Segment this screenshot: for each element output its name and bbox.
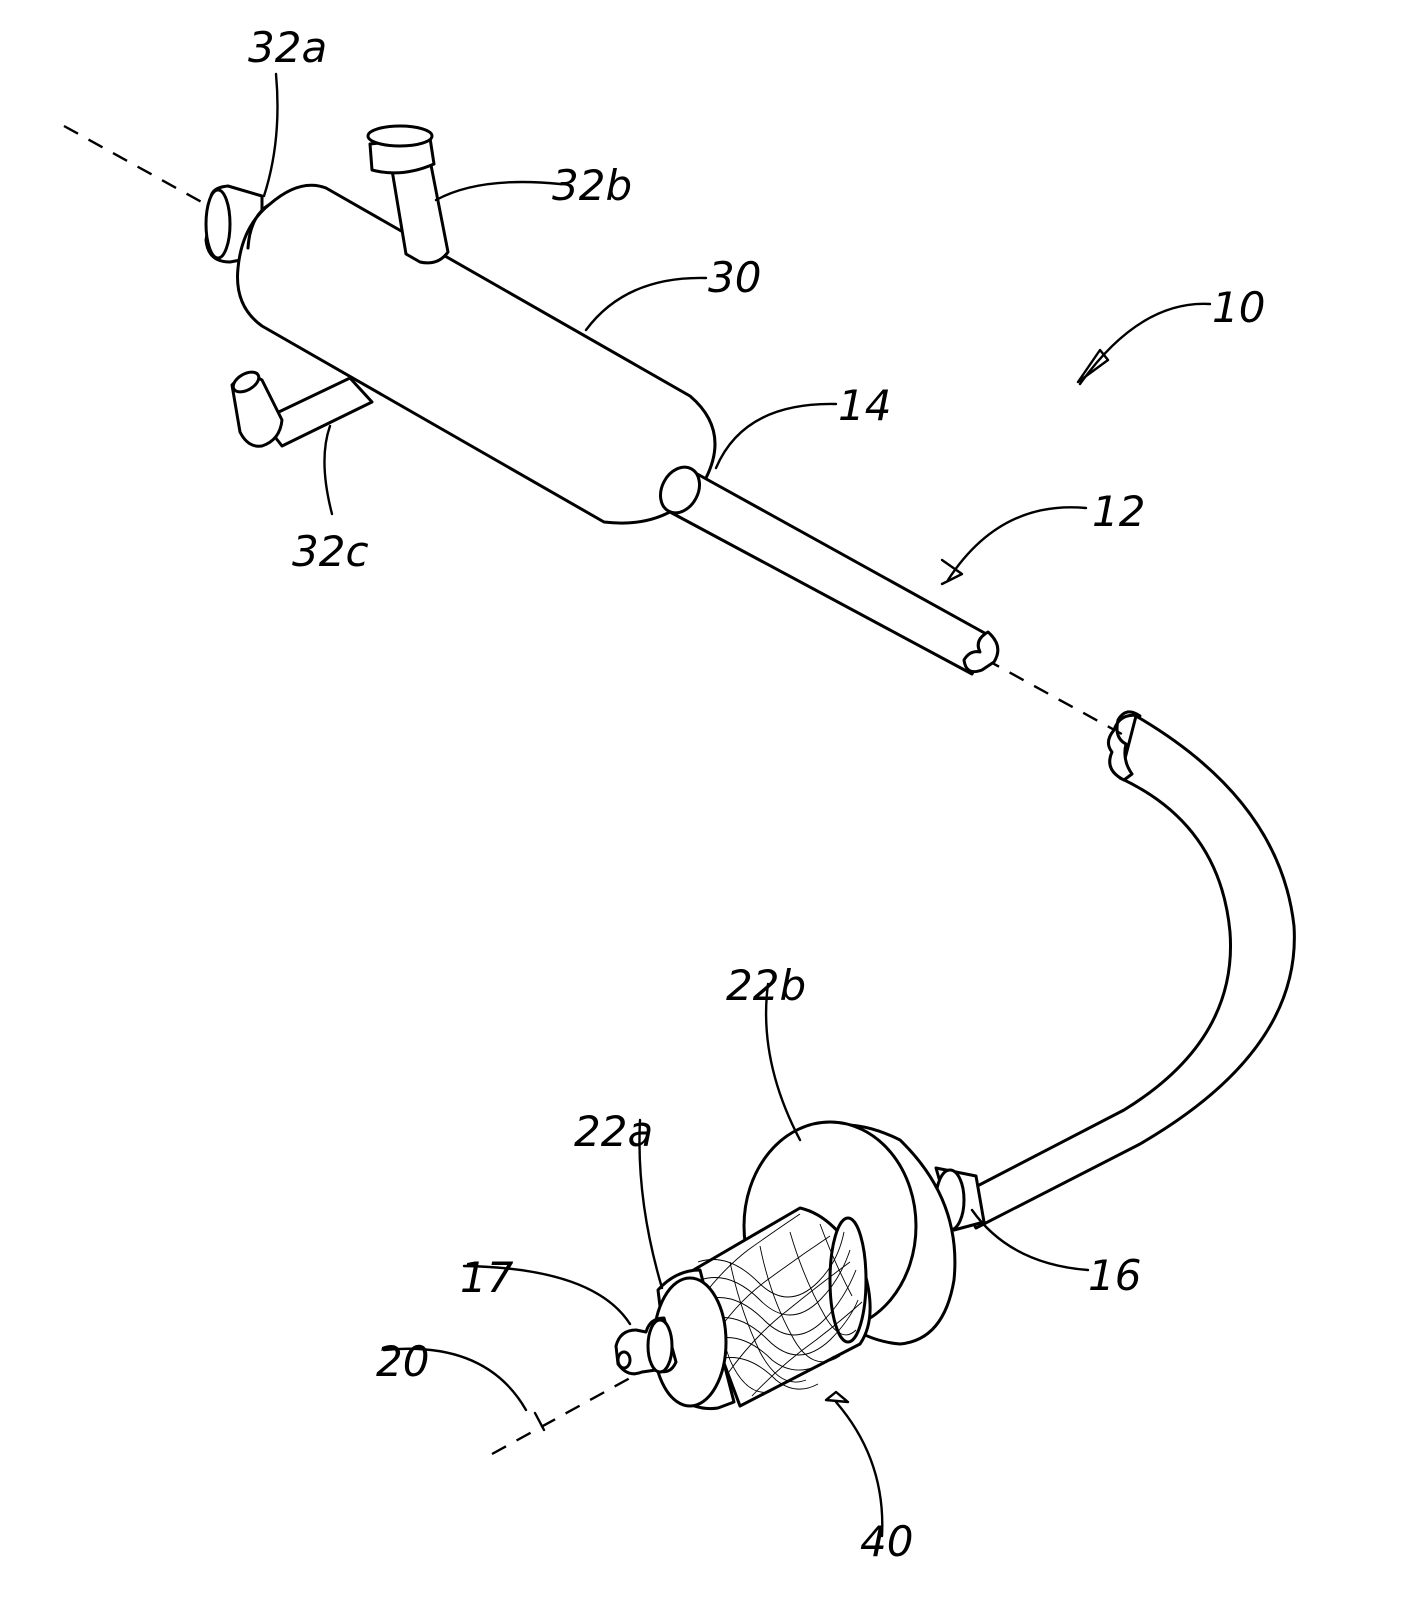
label-32c: 32c: [292, 527, 369, 576]
label-16: 16: [1088, 1251, 1141, 1300]
label-22b: 22b: [726, 961, 806, 1010]
label-10: 10: [1212, 283, 1265, 332]
longitudinal-axis: [64, 126, 1140, 1454]
port-32c: [230, 368, 372, 446]
label-22a: 22a: [574, 1107, 653, 1156]
distal-shaft: [958, 712, 1294, 1228]
label-40: 40: [860, 1517, 913, 1566]
label-32a: 32a: [248, 23, 327, 72]
handle-body: [238, 185, 716, 523]
tip-17: [616, 1318, 676, 1374]
label-12: 12: [1092, 487, 1145, 536]
label-20: 20: [376, 1337, 429, 1386]
proximal-shaft: [653, 460, 998, 674]
label-17: 17: [460, 1253, 514, 1302]
label-14: 14: [838, 381, 891, 430]
label-32b: 32b: [552, 161, 632, 210]
label-30: 30: [708, 253, 761, 302]
